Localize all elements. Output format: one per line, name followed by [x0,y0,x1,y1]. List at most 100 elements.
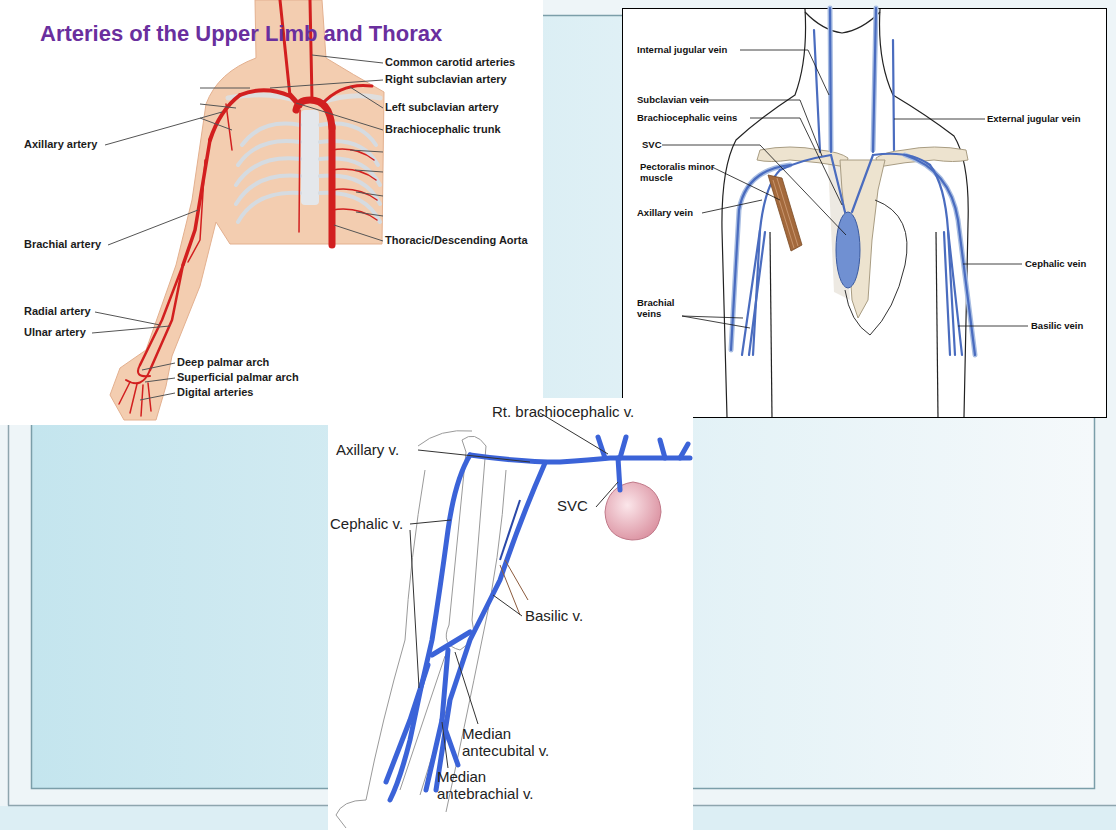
leader-line [95,312,160,325]
leader-line [493,595,522,616]
vein [386,665,428,782]
vein [598,437,605,458]
pectoralis-minor [768,175,802,251]
leader-line [740,50,829,95]
anatomy-label: Left subclavian artery [385,101,499,114]
pectoralis-minor [773,178,798,248]
anatomy-label: Brachial artery [24,238,101,251]
leader-line [350,150,383,152]
leader-line [92,55,383,400]
leader-line [410,520,451,524]
leader-line [200,88,250,89]
leader-line [442,722,448,768]
leader-line [356,192,383,196]
body-outline [936,232,938,417]
leader-line [350,87,383,108]
leader-line [410,413,618,768]
anatomy-label: Basilic vein [1031,320,1083,331]
deep-vein [500,500,520,560]
vein [893,40,894,150]
rib [236,158,300,185]
anatomy-label: Rt. brachiocephalic v. [492,403,634,420]
anatomy-label: Internal jugular vein [637,44,727,55]
vein [470,455,690,462]
vein [852,155,873,212]
artery [280,0,290,96]
anatomy-label: Axillary artery [24,138,97,151]
body-outline [805,12,880,33]
leader-line [270,80,383,88]
leader-line [356,212,383,216]
artery [141,385,143,416]
clavicle [757,147,848,167]
leader-line [410,530,419,688]
vein [830,8,831,152]
vein [432,632,470,655]
artery [119,0,377,416]
anatomy-label: Deep palmar arch [177,356,269,369]
artery [240,90,290,96]
leader-line [200,104,236,108]
leader-line [596,482,618,507]
vein [390,455,470,800]
vein [873,8,876,152]
vein [620,437,626,458]
leader-line [92,326,170,333]
anatomy-label: Right subclavian artery [385,73,507,86]
anatomy-label: Brachiocephalic veins [637,112,737,123]
vein-panel [623,9,1107,418]
artery [210,95,240,140]
vein [831,155,845,212]
artery [150,265,183,370]
anatomy-label: Common carotid arteries [385,56,515,69]
artery [226,104,232,150]
leader-line [200,118,232,130]
artery [130,384,137,413]
leader-line [145,378,175,382]
anatomy-label: Basilic v. [525,607,583,624]
rib [238,193,300,222]
anatomy-label: Superficial palmar arch [177,371,299,384]
anatomy-label: Median antebrachial v. [437,768,552,802]
anatomy-label: Cephalic vein [1025,258,1086,269]
vein [618,458,620,490]
anatomy-label: Digital arteries [177,386,253,399]
leader-line [418,450,530,462]
rib [236,176,300,204]
leader-line [682,316,750,328]
vein-panel [623,8,1107,418]
anatomy-label: Axillary vein [637,207,693,218]
artery-panel [110,0,384,420]
vein [386,437,690,800]
leader-line [958,326,1028,327]
heart [605,482,661,540]
leader-line [108,210,198,245]
arm-vein-panel [328,398,693,830]
leader-line [355,170,383,172]
anatomy-label: Median antecubital v. [462,725,570,759]
vein [905,155,975,355]
leader-line [702,200,762,213]
artery-panel [301,110,319,205]
arm-vein-panel [328,398,693,830]
svc [836,212,860,288]
body-outline [722,9,968,417]
leader-line [105,112,222,145]
anatomy-label: Brachial veins [637,297,682,319]
vein-shadow [905,155,975,355]
leader-line [140,393,175,400]
leader-line [296,103,383,130]
anatomy-label: Subclavian vein [637,94,709,105]
nerve [500,560,528,615]
vein [680,444,688,458]
anatomy-label: Ulnar artery [24,326,86,339]
anatomy-label: Brachiocephalic trunk [385,123,501,136]
leader-line [963,264,1022,265]
anatomy-label: SVC [557,497,588,514]
leader-line [662,145,846,235]
leader-line [142,363,175,370]
